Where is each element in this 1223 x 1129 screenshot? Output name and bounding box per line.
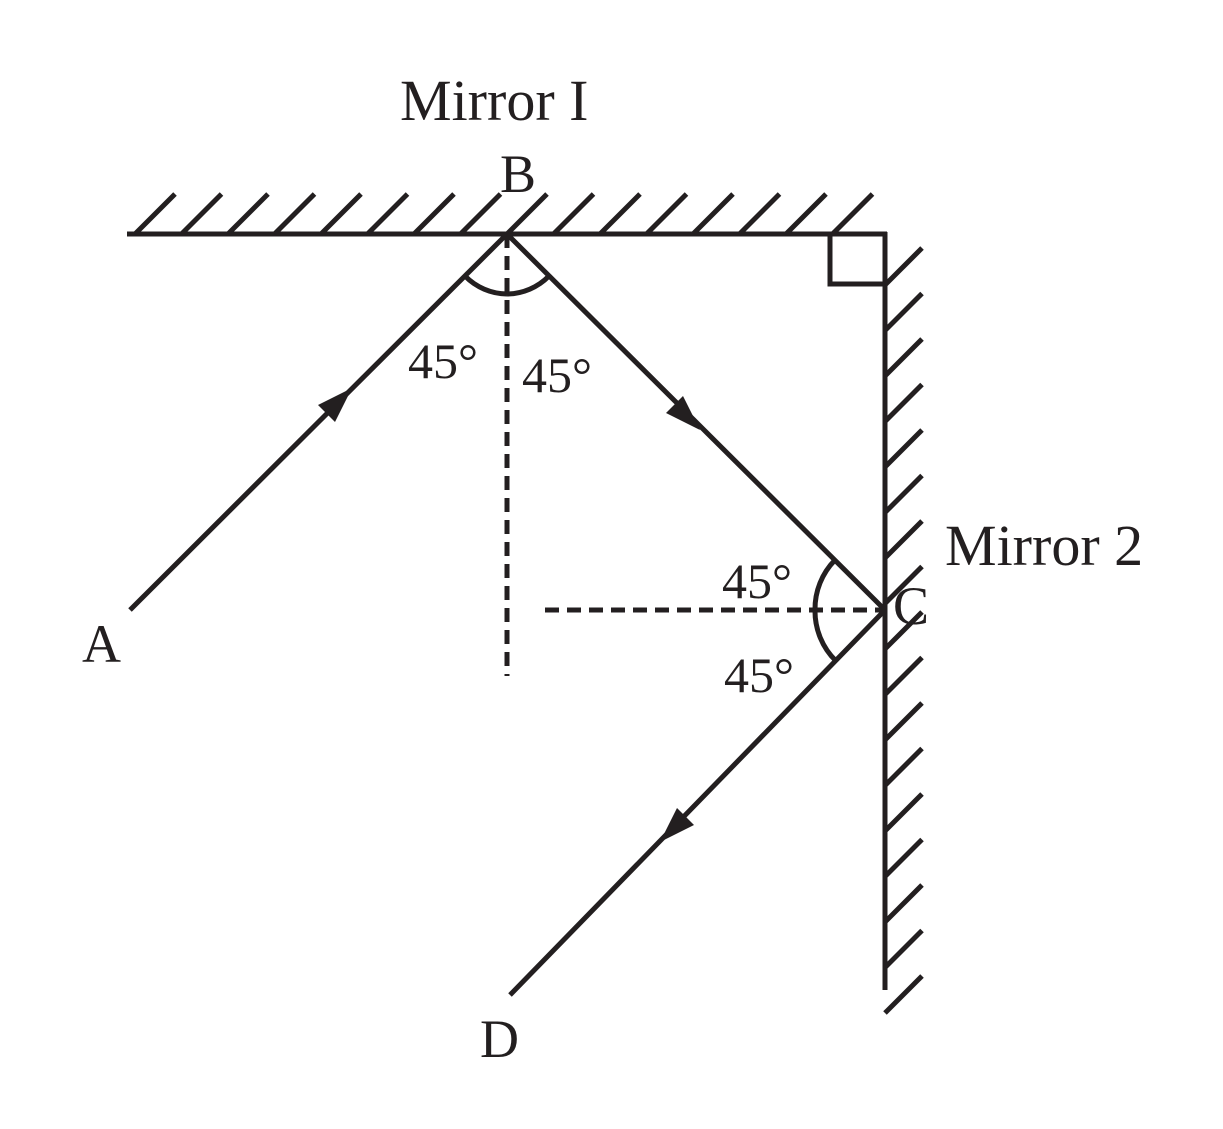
hatch-line (883, 701, 924, 742)
hatch-line (883, 746, 924, 788)
hatch-line (133, 192, 177, 236)
point-d-label: D (480, 1009, 519, 1069)
hatch-line (883, 564, 924, 606)
hatch-line (644, 192, 689, 236)
ray-ab (128, 232, 509, 612)
right-angle-marker (827, 234, 885, 287)
hatch-line (883, 382, 924, 424)
angle-label-c-incident: 45° (722, 553, 792, 609)
hatch-line (883, 837, 924, 879)
point-a-label: A (82, 614, 121, 674)
arrow-head-cd (660, 808, 694, 842)
mirror-2-hatching (883, 246, 924, 1015)
hatch-line (883, 337, 924, 378)
angle-arc-c-incident (812, 558, 837, 611)
mirror-1-hatching (133, 192, 875, 236)
mirror-2-label: Mirror 2 (945, 513, 1143, 578)
hatch-line (412, 192, 456, 236)
hatch-line (226, 192, 270, 236)
hatch-line (883, 473, 924, 515)
hatch-line (272, 192, 317, 236)
angle-label-c-reflected: 45° (724, 647, 794, 703)
angle-arc-b-reflected (506, 274, 551, 297)
hatch-line (737, 192, 782, 236)
hatch-line (883, 428, 924, 469)
hatch-line (883, 883, 924, 924)
hatch-line (883, 291, 924, 333)
ray-cd (508, 608, 887, 997)
hatch-line (883, 246, 924, 287)
hatch-line (458, 192, 503, 236)
hatch-line (365, 192, 410, 236)
hatch-line (830, 192, 875, 236)
point-b-label: B (500, 144, 536, 204)
hatch-line (691, 192, 735, 236)
hatch-line (784, 192, 828, 236)
mirror-1-label: Mirror I (400, 68, 588, 133)
hatch-line (598, 192, 642, 236)
hatch-line (505, 192, 549, 236)
hatch-line (883, 792, 924, 833)
hatch-line (883, 655, 924, 697)
angle-label-b-incident: 45° (408, 333, 478, 389)
hatch-line (883, 928, 924, 970)
hatch-line (883, 610, 924, 651)
arrow-head-bc (666, 396, 700, 430)
angle-label-b-reflected: 45° (522, 347, 592, 403)
arrow-head-ab (318, 388, 352, 422)
hatch-line (319, 192, 363, 236)
angle-arc-c-reflected (812, 609, 838, 663)
point-c-label: C (893, 576, 929, 636)
hatch-line (551, 192, 596, 236)
hatch-line (883, 974, 924, 1015)
angle-arc-b-incident (463, 274, 508, 297)
hatch-line (179, 192, 224, 236)
hatch-line (883, 519, 924, 560)
